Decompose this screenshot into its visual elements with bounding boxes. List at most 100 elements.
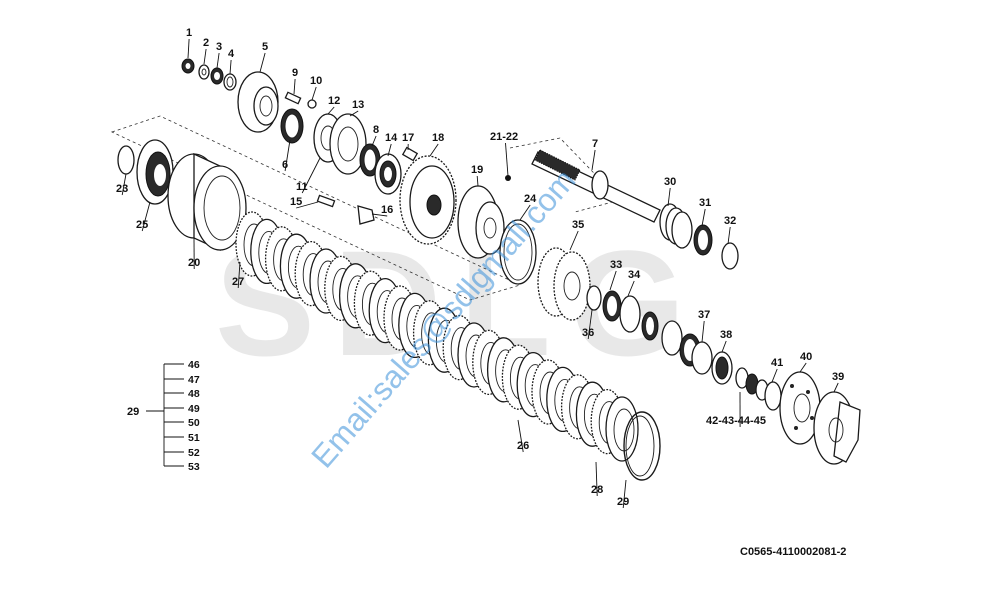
leader-c40 <box>799 362 807 373</box>
leader-c37 <box>701 320 705 343</box>
leader-c30 <box>667 187 671 207</box>
callout-c31: 31 <box>699 197 711 209</box>
callout-c16: 16 <box>381 204 393 216</box>
part-14-bearing <box>374 153 402 195</box>
clutch-plate-pack <box>235 211 661 481</box>
callout-c30: 30 <box>664 176 676 188</box>
part-36-ring <box>586 285 602 311</box>
drawing-code: C0565-4110002081-2 <box>740 546 846 558</box>
callout-c13: 13 <box>352 99 364 111</box>
callout-c10: 10 <box>310 75 322 87</box>
callout-c38: 38 <box>720 329 732 341</box>
part-1-nut <box>181 58 195 74</box>
part-31-ring <box>693 224 713 256</box>
callout-c41: 41 <box>771 357 783 369</box>
callout-c28: 28 <box>591 484 603 496</box>
callout-c26: 26 <box>517 440 529 452</box>
legend-item-51: 51 <box>188 432 200 444</box>
leader-c7 <box>591 149 596 171</box>
part-23-snap-ring <box>117 145 135 175</box>
part-20-clutch-drum <box>167 152 247 252</box>
callout-c37: 37 <box>698 309 710 321</box>
callout-c12: 12 <box>328 95 340 107</box>
part-21-22-ball <box>505 175 511 181</box>
callout-c25: 25 <box>136 219 148 231</box>
legend-item-47: 47 <box>188 374 200 386</box>
legend-item-50: 50 <box>188 417 200 429</box>
legend-bracket <box>146 363 184 467</box>
callout-c19: 19 <box>471 164 483 176</box>
leader-c35 <box>569 230 579 251</box>
callout-c27: 27 <box>232 276 244 288</box>
callout-c14: 14 <box>385 132 398 144</box>
leader-c14 <box>387 143 392 157</box>
part-16-bracket <box>357 205 375 225</box>
callout-c17: 17 <box>402 132 414 144</box>
leader-c9 <box>293 78 296 95</box>
part-34-snap-ring <box>619 295 641 333</box>
part-25-hub <box>136 139 174 205</box>
part-3-bearing <box>210 67 224 85</box>
callout-c2: 2 <box>203 37 209 49</box>
leader-c39 <box>833 382 839 393</box>
leader-c16 <box>371 213 388 217</box>
part-33-seal <box>602 290 622 322</box>
part-17-key <box>401 146 419 162</box>
part-18-gear <box>399 155 457 245</box>
part-9-pin <box>284 91 302 105</box>
part-32-snap-ring <box>721 242 739 270</box>
leader-c8 <box>371 135 377 147</box>
leader-c28 <box>595 461 598 497</box>
callout-c20: 20 <box>188 257 200 269</box>
part-41-snap-ring <box>764 381 782 411</box>
callout-c1: 1 <box>186 27 192 39</box>
legend-item-49: 49 <box>188 403 200 415</box>
part-4-ring <box>223 73 237 91</box>
callout-c42: 42-43-44-45 <box>706 415 766 427</box>
leader-c18 <box>429 143 439 157</box>
leader-c29b <box>622 479 627 509</box>
leader-c19 <box>476 175 479 187</box>
leader-c10 <box>311 86 317 101</box>
assembly-boundary-left <box>110 115 522 301</box>
callout-c7: 7 <box>592 138 598 150</box>
leader-c24 <box>519 204 531 221</box>
callout-leaders <box>121 38 839 509</box>
part-30-spring <box>659 203 693 249</box>
leader-c25 <box>141 201 151 232</box>
legend-group-label: 29 <box>127 406 139 418</box>
callout-c3: 3 <box>216 41 222 53</box>
leader-c31 <box>701 208 706 227</box>
callout-c2122: 21-22 <box>490 131 518 143</box>
leader-c4 <box>229 59 232 75</box>
callout-c15: 15 <box>290 196 302 208</box>
part-shaft-rings <box>641 311 701 367</box>
leader-c12 <box>327 106 335 115</box>
leader-c23 <box>121 173 127 196</box>
leader-c6 <box>284 139 291 172</box>
part-15-bolt <box>316 194 336 208</box>
part-24-snap-ring <box>499 219 537 285</box>
callout-c36: 36 <box>582 327 594 339</box>
callout-c11: 11 <box>296 181 308 193</box>
callout-c33: 33 <box>610 259 622 271</box>
callout-c18: 18 <box>432 132 444 144</box>
legend-item-53: 53 <box>188 461 200 473</box>
part-6-seal-ring <box>280 108 304 144</box>
legend-item-46: 46 <box>188 359 200 371</box>
leader-c3 <box>216 52 220 69</box>
callout-c5: 5 <box>262 41 268 53</box>
part-35-gear <box>537 247 591 321</box>
leader-c33 <box>609 270 617 291</box>
part-39-yoke <box>813 391 861 465</box>
callout-c39: 39 <box>832 371 844 383</box>
legend-item-48: 48 <box>188 388 200 400</box>
leader-c5 <box>259 52 266 73</box>
callout-c32: 32 <box>724 215 736 227</box>
part-2-washer <box>198 64 210 80</box>
part-13-cover <box>329 113 367 175</box>
legend-item-52: 52 <box>188 447 200 459</box>
leader-c2 <box>203 48 207 65</box>
